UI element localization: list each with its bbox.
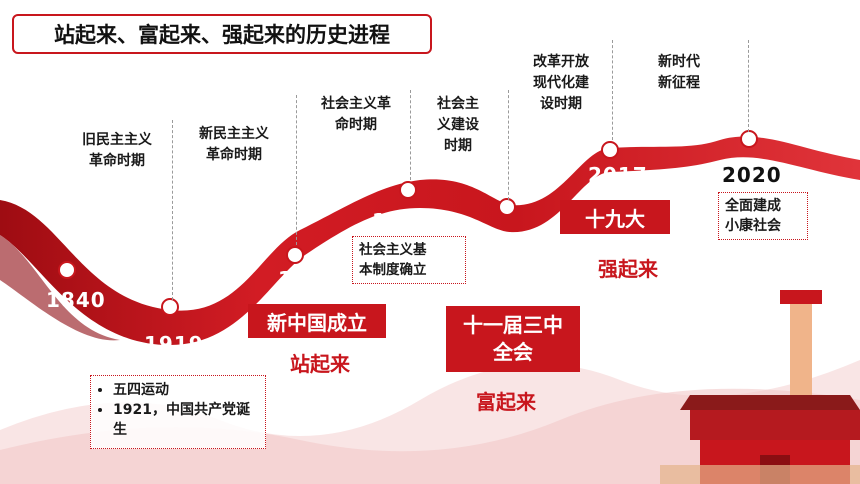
period-socialist-revolution: 社会主义革 命时期 (321, 96, 391, 133)
period-new-era: 新时代 新征程 (658, 54, 700, 91)
period-new-democratic: 新民主主义 革命时期 (199, 126, 269, 163)
ribbon-fold (0, 235, 120, 341)
event-19th-congress: 十九大 (560, 200, 670, 234)
timeline-node-2020 (740, 130, 758, 148)
period-divider (172, 120, 173, 300)
slogan-get-strong: 强起来 (598, 257, 658, 281)
slogan-stand-up: 站起来 (290, 352, 350, 376)
mountain-silhouette-far (0, 388, 860, 484)
list-item: 1921，中国共产党诞生 (113, 400, 257, 440)
timeline-node-1956 (399, 181, 417, 199)
list-item: 五四运动 (113, 380, 257, 400)
event-founding: 新中国成立 (248, 304, 386, 338)
year-2020: 2020 (722, 163, 782, 187)
period-divider (612, 40, 613, 140)
slogan-get-rich: 富起来 (476, 390, 536, 414)
period-divider (296, 95, 297, 245)
year-1919: 1919 (144, 332, 204, 356)
timeline-node-1919 (161, 298, 179, 316)
note-xiaokang: 全面建成 小康社会 (718, 192, 808, 240)
period-divider (508, 90, 509, 200)
year-1978: 1978 (480, 172, 540, 196)
year-2017: 2017 (588, 163, 648, 187)
period-old-democratic: 旧民主主义 革命时期 (82, 132, 152, 169)
note-may4-cpc: 五四运动 1921，中国共产党诞生 (90, 375, 266, 449)
period-reform-opening: 改革开放 现代化建 设时期 (533, 54, 589, 112)
timeline-node-1978 (498, 198, 516, 216)
tiananmen-illustration (660, 290, 860, 484)
red-ribbon (0, 136, 860, 345)
year-1956: 1956 (372, 209, 432, 233)
timeline-node-1840 (58, 261, 76, 279)
period-divider (748, 40, 749, 132)
year-1840: 1840 (46, 288, 106, 312)
period-socialist-construction: 社会主 义建设 时期 (437, 96, 479, 154)
note-socialist-system: 社会主义基 本制度确立 (352, 236, 466, 284)
period-divider (410, 90, 411, 180)
year-1949: 1949 (278, 267, 338, 291)
timeline-node-1949 (286, 246, 304, 264)
event-third-plenum: 十一届三中 全会 (446, 306, 580, 372)
timeline-node-2017 (601, 141, 619, 159)
page-title: 站起来、富起来、强起来的历史进程 (12, 14, 432, 54)
